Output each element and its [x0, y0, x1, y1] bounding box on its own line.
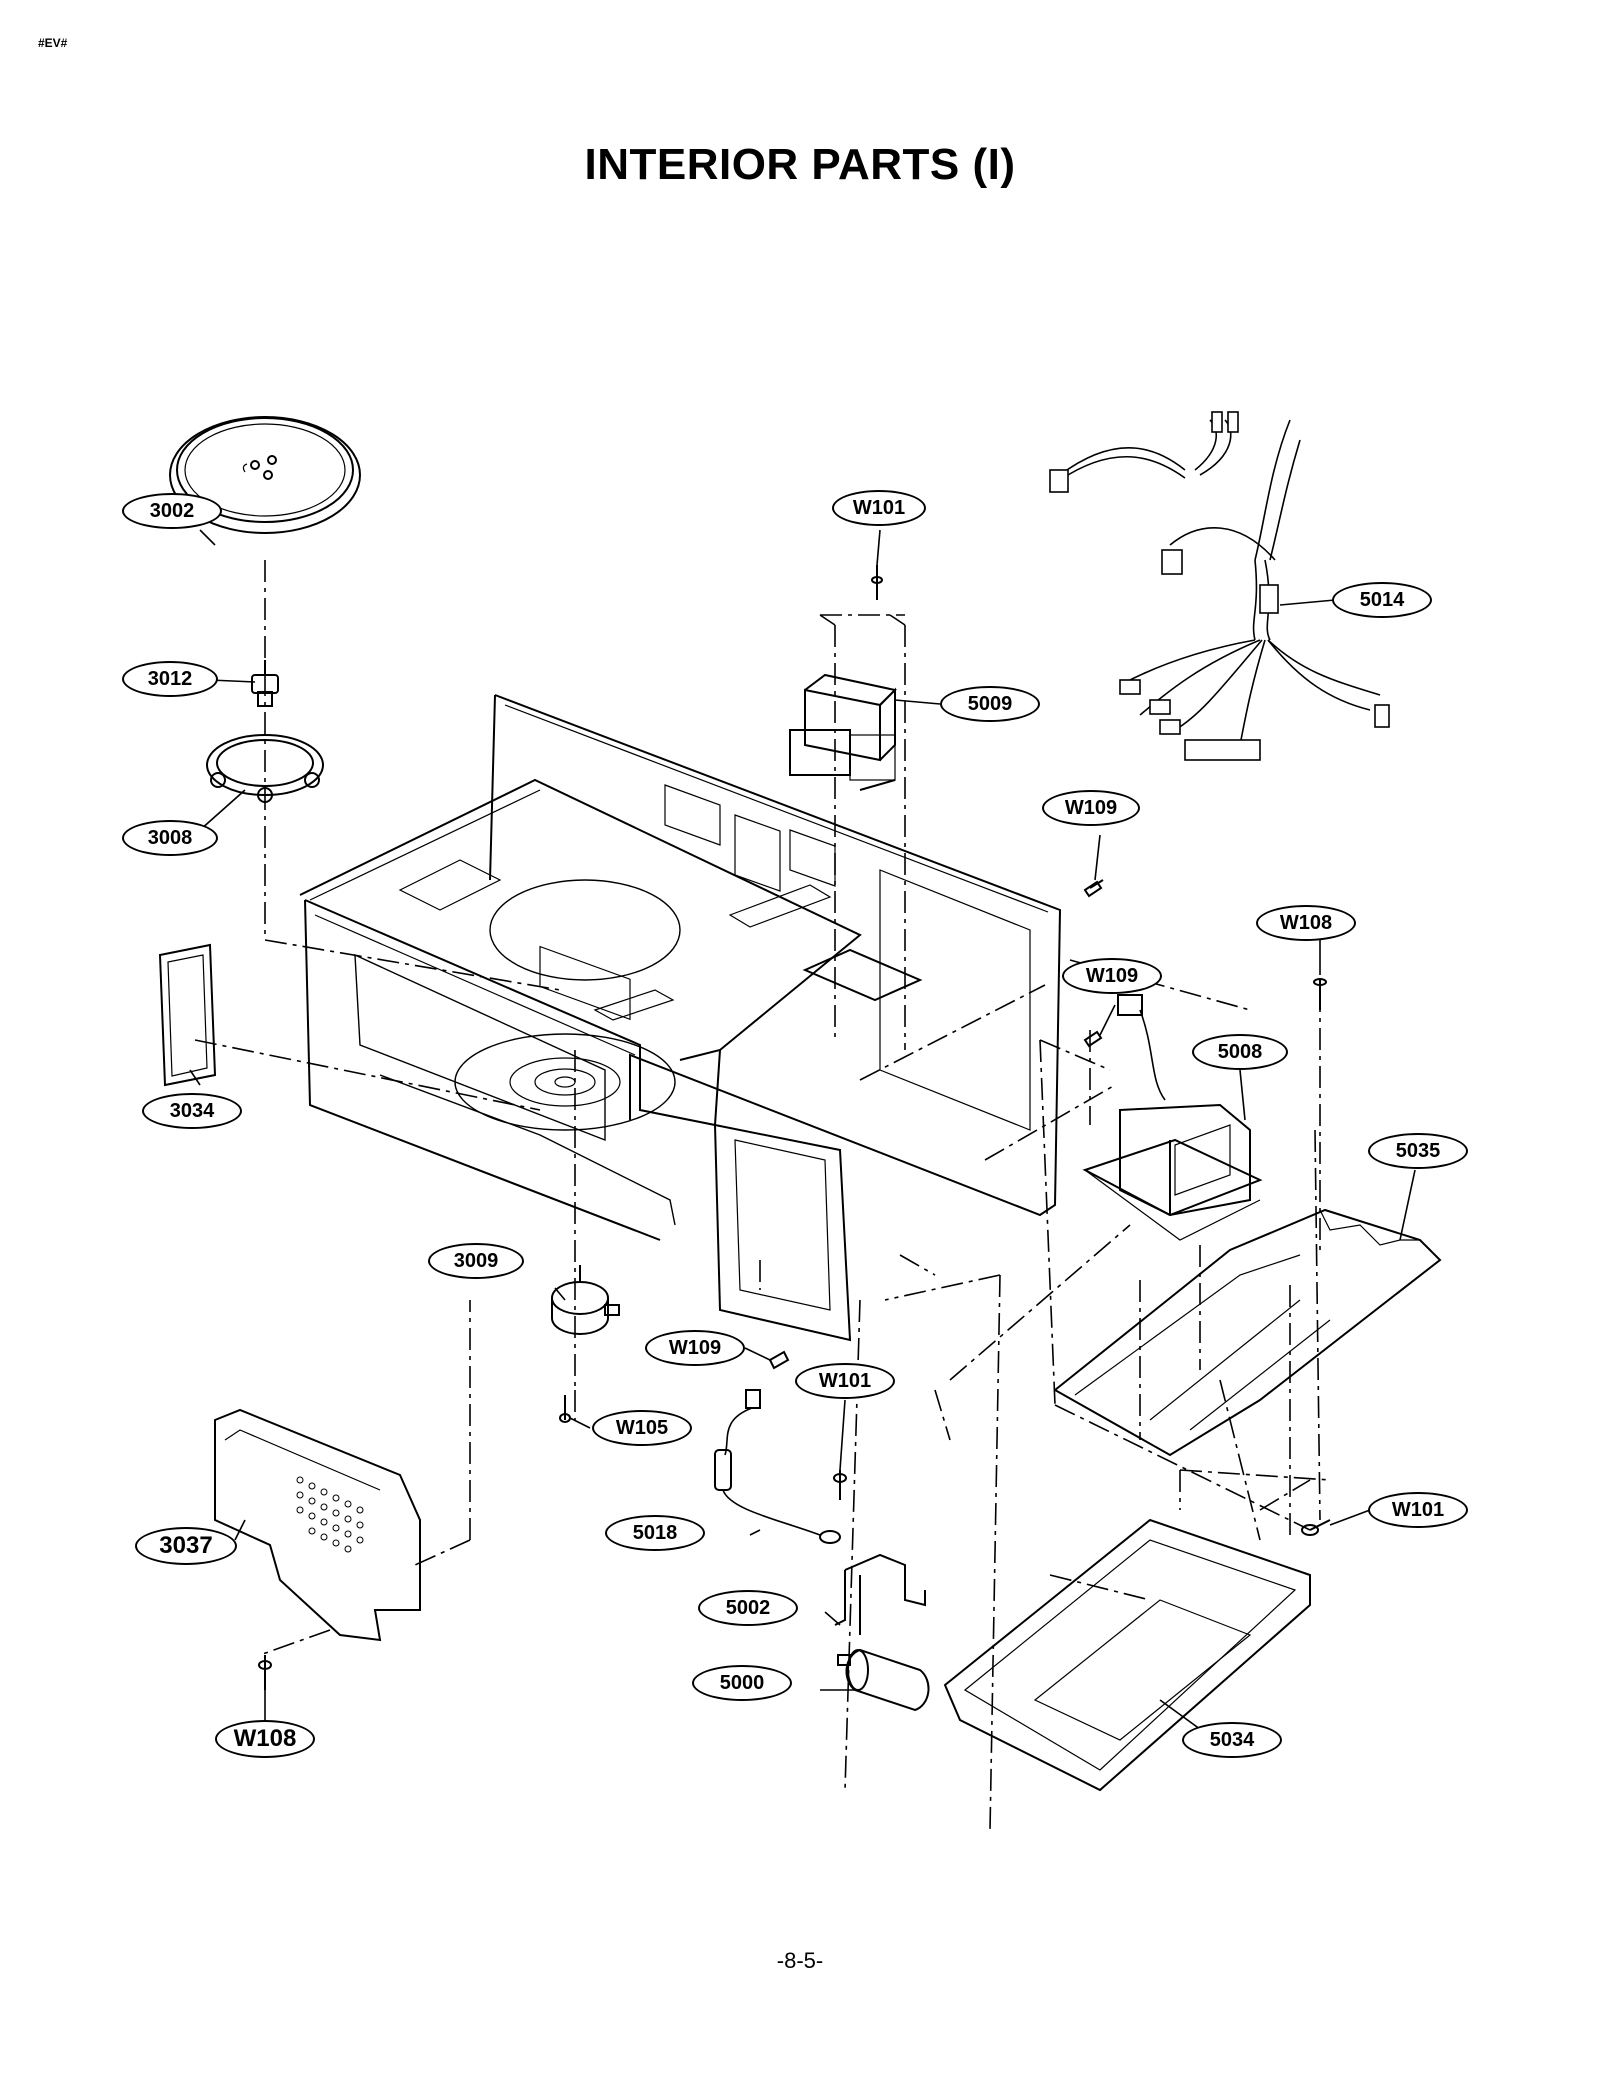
- corner-mark: #EV#: [38, 36, 68, 50]
- callout-w105: W105: [592, 1410, 692, 1446]
- screw-w108-a: [258, 1655, 272, 1690]
- screw-w109-c: [768, 1350, 790, 1370]
- assembly-guide-lines: [194, 560, 1331, 1831]
- callout-5018: 5018: [605, 1515, 705, 1551]
- callout-w109-c: W109: [645, 1330, 745, 1366]
- screw-w101-b: [833, 1470, 847, 1500]
- leader-lines: [189, 529, 1416, 1741]
- callout-w108-bottom: W108: [215, 1720, 315, 1758]
- callout-3009: 3009: [428, 1243, 524, 1279]
- callout-5002: 5002: [698, 1590, 798, 1626]
- thermal-cutout-part-5018: [714, 1389, 841, 1544]
- capacitor-bracket-part-5002: [834, 1553, 926, 1635]
- wire-harness-part-5014: [1049, 411, 1390, 761]
- callout-w101-mid: W101: [795, 1363, 895, 1399]
- callout-5034: 5034: [1182, 1722, 1282, 1758]
- callout-5009: 5009: [940, 686, 1040, 722]
- control-bracket-part-3037: [214, 1408, 421, 1642]
- callout-3008: 3008: [122, 820, 218, 856]
- screw-w108-b: [1313, 978, 1327, 1010]
- callout-3012: 3012: [122, 661, 218, 697]
- callout-5000: 5000: [692, 1665, 792, 1701]
- screw-w101-c: [1301, 1519, 1331, 1536]
- callout-3037: 3037: [135, 1527, 237, 1565]
- callout-5008: 5008: [1192, 1034, 1288, 1070]
- callout-w101-top: W101: [832, 490, 926, 526]
- hv-component-part-5009: [789, 673, 898, 791]
- callout-5035: 5035: [1368, 1133, 1468, 1169]
- screw-w105: [559, 1395, 571, 1423]
- screw-w101-top: [871, 565, 883, 600]
- oven-cavity-chassis: [299, 694, 1062, 1342]
- coupler-part-3012: [251, 660, 279, 707]
- callout-5014: 5014: [1332, 582, 1432, 618]
- callout-w101-right: W101: [1368, 1492, 1468, 1528]
- page-number: -8-5-: [776, 1948, 824, 1973]
- page-title: INTERIOR PARTS (I): [584, 140, 1016, 189]
- turntable-tray-part-3002: [169, 416, 361, 534]
- screw-w109-b: [1083, 1030, 1103, 1048]
- callout-w109-b: W109: [1062, 958, 1162, 994]
- screw-w109-a: [1083, 879, 1104, 898]
- base-cover-part-5034: [943, 1518, 1311, 1792]
- hv-transformer-part-5008: [1082, 994, 1263, 1241]
- waveguide-cover-part-3034: [158, 943, 217, 1087]
- callout-w109-a: W109: [1042, 790, 1140, 826]
- callout-3002: 3002: [122, 493, 222, 529]
- turntable-motor-part-3009: [551, 1265, 620, 1335]
- base-plate-part-5035: [1053, 1208, 1442, 1457]
- callout-w108-right: W108: [1256, 905, 1356, 941]
- callout-3034: 3034: [142, 1093, 242, 1129]
- roller-ring-part-3008: [206, 734, 324, 803]
- vent-holes: [296, 1476, 364, 1553]
- hv-capacitor-part-5000: [837, 1648, 930, 1712]
